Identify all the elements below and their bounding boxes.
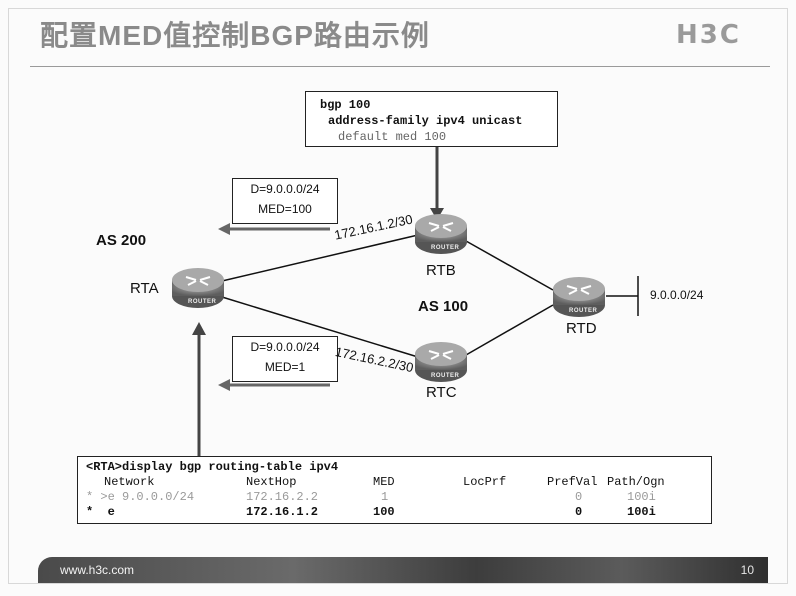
routing-table-header: Network NextHop MED LocPrf PrefVal Path/… — [86, 475, 711, 490]
advert-arrow-top-head — [218, 223, 230, 235]
h3c-logo: H3C — [676, 20, 741, 50]
advert-bottom-dest: D=9.0.0.0/24 — [250, 340, 320, 354]
link-rta-rtc — [221, 296, 419, 358]
row-prefval: 0 — [575, 505, 583, 519]
advert-box-top: D=9.0.0.0/24 MED=100 — [232, 178, 338, 224]
link-rtb-rtd — [465, 240, 554, 291]
footer-url: www.h3c.com — [60, 563, 135, 577]
router-badge-rtc: ROUTER — [431, 373, 460, 379]
header-network: Network — [104, 475, 155, 489]
router-rtb-icon — [415, 214, 467, 254]
router-badge-rtb: ROUTER — [431, 245, 460, 251]
config-arrow-head — [430, 208, 444, 220]
slide-frame — [8, 8, 788, 584]
header-path: Path/Ogn — [607, 475, 665, 489]
title-divider — [30, 66, 770, 67]
rtc-label: RTC — [426, 384, 457, 401]
row-flag-network: * >e 9.0.0.0/24 — [86, 490, 195, 504]
config-line: default med 100 — [338, 130, 447, 144]
row-locprf — [463, 490, 547, 505]
rtd-label: RTD — [566, 320, 597, 337]
router-rtd-icon — [553, 277, 605, 317]
rta-label: RTA — [130, 280, 159, 297]
table-arrow-head — [192, 322, 206, 335]
header-prefval: PrefVal — [547, 475, 598, 489]
link-rta-rtb — [221, 234, 419, 282]
as200-label: AS 200 — [96, 232, 147, 249]
row-path: 100i — [627, 505, 656, 519]
routing-table-command: <RTA>display bgp routing-table ipv4 — [86, 460, 339, 474]
row-nexthop: 172.16.2.2 — [246, 490, 319, 504]
table-row: * e 172.16.1.2 100 0 100i — [86, 505, 711, 520]
page-number: 10 — [740, 563, 754, 577]
advert-top-dest: D=9.0.0.0/24 — [250, 182, 320, 196]
link-rtc-rtd — [465, 304, 554, 356]
header-med: MED — [373, 475, 395, 489]
table-row: * >e 9.0.0.0/24 172.16.2.2 1 0 100i — [86, 490, 711, 505]
bgp-config-box: bgp 100 address-family ipv4 unicast defa… — [305, 91, 558, 147]
config-line: bgp 100 — [320, 98, 371, 112]
routing-table-box: <RTA>display bgp routing-table ipv4 Netw… — [77, 456, 712, 524]
header-locprf: LocPrf — [463, 475, 507, 489]
row-med: 100 — [373, 505, 395, 519]
row-prefval: 0 — [575, 490, 583, 504]
network-label: 9.0.0.0/24 — [650, 288, 704, 302]
advert-box-bottom: D=9.0.0.0/24 MED=1 — [232, 336, 338, 382]
router-rta-icon — [172, 268, 224, 308]
row-flag-network: * e — [86, 505, 115, 519]
row-nexthop: 172.16.1.2 — [246, 505, 319, 519]
router-badge-rta: ROUTER — [188, 299, 217, 305]
row-med: 1 — [381, 490, 389, 504]
advert-arrow-bottom-head — [218, 379, 230, 391]
router-rtc-icon — [415, 342, 467, 382]
as100-label: AS 100 — [418, 298, 469, 315]
router-badge-rtd: ROUTER — [569, 308, 598, 314]
advert-top-med: MED=100 — [258, 202, 312, 216]
row-path: 100i — [627, 490, 656, 504]
header-nexthop: NextHop — [246, 475, 297, 489]
advert-bottom-med: MED=1 — [264, 360, 306, 374]
slide-footer: www.h3c.com 10 — [38, 557, 768, 583]
row-locprf — [463, 505, 547, 520]
config-line: address-family ipv4 unicast — [328, 114, 523, 128]
rtb-label: RTB — [426, 262, 456, 279]
slide-title: 配置MED值控制BGP路由示例 — [40, 20, 430, 51]
